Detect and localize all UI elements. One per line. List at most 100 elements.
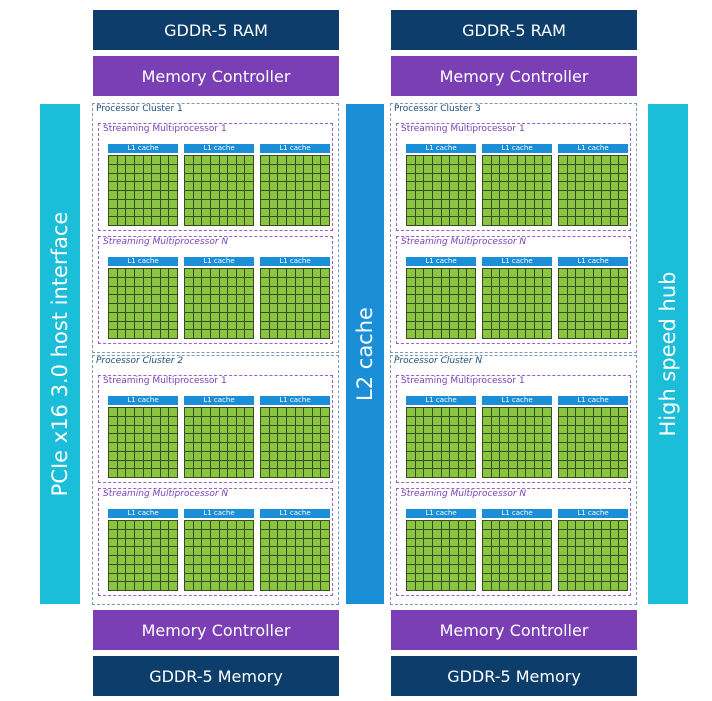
gddr5-ram-left-label: GDDR-5 RAM [164, 20, 268, 40]
core-block: L1 cache [406, 396, 476, 478]
streaming-multiprocessor: Streaming Multiprocessor 1 L1 cache L1 cac… [98, 375, 333, 483]
l1-cache: L1 cache [482, 509, 552, 518]
gddr5-ram-left: GDDR-5 RAM [93, 10, 339, 50]
l1-cache: L1 cache [558, 257, 628, 266]
l1-cache: L1 cache [558, 396, 628, 405]
core-block: L1 cache [108, 396, 178, 478]
l1-cache: L1 cache [108, 144, 178, 153]
l1-cache: L1 cache [406, 509, 476, 518]
core-block: L1 cache [482, 144, 552, 226]
core-block: L1 cache [558, 509, 628, 591]
core-block: L1 cache [184, 396, 254, 478]
streaming-multiprocessor: Streaming Multiprocessor N L1 cache L1 cac… [396, 236, 631, 344]
core-block: L1 cache [482, 509, 552, 591]
core-block: L1 cache [558, 144, 628, 226]
memory-controller-bottom-left-label: Memory Controller [141, 620, 291, 640]
memory-controller-top-left-label: Memory Controller [141, 66, 291, 86]
cuda-core-grid [184, 407, 254, 478]
cuda-core-grid [260, 155, 330, 226]
l1-cache: L1 cache [184, 144, 254, 153]
gddr5-memory-left: GDDR-5 Memory [93, 656, 339, 696]
core-block: L1 cache [184, 509, 254, 591]
cuda-core-grid [482, 407, 552, 478]
cuda-core-grid [184, 155, 254, 226]
gddr5-ram-right: GDDR-5 RAM [391, 10, 637, 50]
streaming-multiprocessor-label: Streaming Multiprocessor N [401, 237, 527, 247]
core-block: L1 cache [260, 144, 330, 226]
core-block: L1 cache [558, 396, 628, 478]
cuda-core-grid [108, 520, 178, 591]
core-block: L1 cache [406, 509, 476, 591]
high-speed-hub-label: High speed hub [656, 271, 680, 437]
processor-cluster-label: Processor Cluster 2 [96, 356, 184, 366]
core-block: L1 cache [406, 257, 476, 339]
pcie-host-interface-label: PCIe x16 3.0 host interface [48, 211, 72, 497]
cuda-core-grid [482, 268, 552, 339]
l1-cache: L1 cache [108, 396, 178, 405]
cuda-core-grid [558, 520, 628, 591]
core-block: L1 cache [108, 257, 178, 339]
cuda-core-grid [184, 520, 254, 591]
core-block: L1 cache [184, 257, 254, 339]
l1-cache: L1 cache [482, 396, 552, 405]
streaming-multiprocessor-label: Streaming Multiprocessor 1 [103, 124, 227, 134]
l1-cache: L1 cache [184, 509, 254, 518]
l1-cache: L1 cache [260, 257, 330, 266]
cuda-core-grid [482, 520, 552, 591]
streaming-multiprocessor: Streaming Multiprocessor 1 L1 cache L1 cac… [98, 123, 333, 231]
core-block: L1 cache [406, 144, 476, 226]
cuda-core-grid [558, 407, 628, 478]
memory-controller-top-left: Memory Controller [93, 56, 339, 96]
processor-cluster-label: Processor Cluster 1 [96, 104, 183, 114]
cuda-core-grid [108, 155, 178, 226]
core-block: L1 cache [108, 144, 178, 226]
gddr5-memory-right-label: GDDR-5 Memory [447, 666, 581, 686]
l1-cache: L1 cache [406, 144, 476, 153]
gddr5-ram-right-label: GDDR-5 RAM [462, 20, 566, 40]
memory-controller-bottom-right-label: Memory Controller [439, 620, 589, 640]
cuda-core-grid [260, 520, 330, 591]
l1-cache: L1 cache [260, 396, 330, 405]
l1-cache: L1 cache [184, 257, 254, 266]
streaming-multiprocessor-label: Streaming Multiprocessor N [103, 489, 229, 499]
core-block: L1 cache [558, 257, 628, 339]
core-block: L1 cache [260, 257, 330, 339]
processor-cluster-label: Processor Cluster N [394, 356, 483, 366]
processor-cluster-label: Processor Cluster 3 [394, 104, 481, 114]
l1-cache: L1 cache [558, 144, 628, 153]
high-speed-hub: High speed hub [648, 104, 688, 604]
streaming-multiprocessor: Streaming Multiprocessor N L1 cache L1 cac… [98, 488, 333, 596]
core-block: L1 cache [108, 509, 178, 591]
l1-cache: L1 cache [406, 396, 476, 405]
cuda-core-grid [260, 407, 330, 478]
l1-cache: L1 cache [260, 144, 330, 153]
processor-cluster: Processor Cluster N Streaming Multiproces… [390, 355, 637, 605]
gddr5-memory-right: GDDR-5 Memory [391, 656, 637, 696]
cuda-core-grid [406, 407, 476, 478]
cuda-core-grid [108, 407, 178, 478]
pcie-host-interface: PCIe x16 3.0 host interface [40, 104, 80, 604]
streaming-multiprocessor-label: Streaming Multiprocessor 1 [401, 124, 525, 134]
cuda-core-grid [482, 155, 552, 226]
memory-controller-top-right: Memory Controller [391, 56, 637, 96]
streaming-multiprocessor: Streaming Multiprocessor N L1 cache L1 cac… [98, 236, 333, 344]
l1-cache: L1 cache [558, 509, 628, 518]
core-block: L1 cache [260, 509, 330, 591]
streaming-multiprocessor: Streaming Multiprocessor N L1 cache L1 cac… [396, 488, 631, 596]
processor-cluster: Processor Cluster 2 Streaming Multiproces… [92, 355, 339, 605]
streaming-multiprocessor-label: Streaming Multiprocessor N [103, 237, 229, 247]
cuda-core-grid [406, 520, 476, 591]
l1-cache: L1 cache [108, 257, 178, 266]
processor-cluster: Processor Cluster 1 Streaming Multiproces… [92, 103, 339, 353]
l1-cache: L1 cache [260, 509, 330, 518]
gddr5-memory-left-label: GDDR-5 Memory [149, 666, 283, 686]
cuda-core-grid [558, 268, 628, 339]
cuda-core-grid [108, 268, 178, 339]
streaming-multiprocessor-label: Streaming Multiprocessor 1 [103, 376, 227, 386]
core-block: L1 cache [482, 396, 552, 478]
l2-cache: L2 cache [346, 104, 384, 604]
core-block: L1 cache [184, 144, 254, 226]
streaming-multiprocessor-label: Streaming Multiprocessor N [401, 489, 527, 499]
cuda-core-grid [406, 155, 476, 226]
memory-controller-bottom-right: Memory Controller [391, 610, 637, 650]
